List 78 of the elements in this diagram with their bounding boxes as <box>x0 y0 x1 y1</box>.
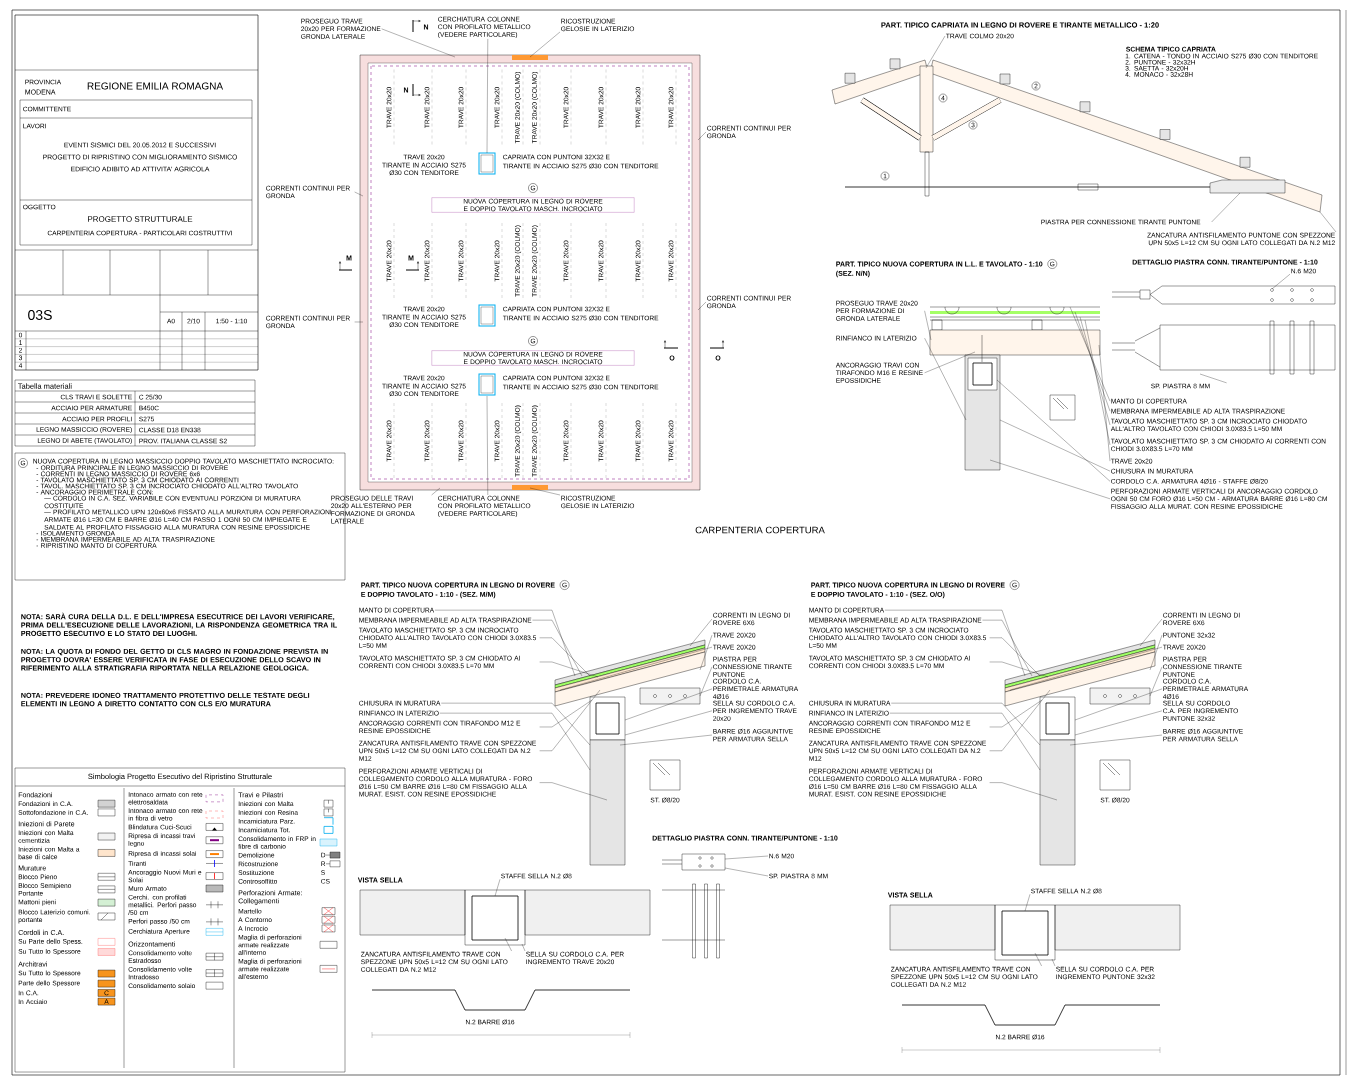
leader-line <box>996 379 1111 482</box>
roof-section-drawing <box>1004 639 1156 866</box>
leader-line <box>699 666 713 697</box>
leader-line <box>989 782 1058 801</box>
connection-plate-drawing <box>661 853 726 959</box>
leader-line <box>989 699 1043 728</box>
leader-line <box>1084 319 1111 446</box>
saddle-drawing <box>889 904 1181 961</box>
leader-line <box>1211 192 1241 223</box>
leader-line <box>431 487 441 496</box>
leader-line <box>494 879 501 897</box>
leader-line <box>1051 958 1056 967</box>
leader-line <box>697 131 707 141</box>
leader-line <box>624 710 713 736</box>
saddle-drawing <box>359 889 651 946</box>
leader-line <box>381 28 456 58</box>
subject-title: PROGETTO STRUTTURALE <box>88 216 193 222</box>
sheet-number: 03S <box>28 310 52 320</box>
leader-line <box>354 191 364 197</box>
leader-line <box>884 610 1026 677</box>
leader-line <box>1319 211 1337 233</box>
leader-line <box>1098 344 1111 462</box>
leader-line <box>486 38 488 154</box>
leader-line <box>539 689 601 751</box>
leader-line <box>689 618 713 647</box>
leader-line <box>521 943 526 952</box>
leader-line <box>989 661 1049 678</box>
leader-line <box>1074 311 1111 412</box>
floor-plan-drawing <box>359 54 701 491</box>
leader-line <box>559 647 713 691</box>
leader-line <box>1149 666 1163 697</box>
roof-section-drawing <box>929 306 1101 471</box>
leader-line <box>539 699 593 728</box>
leader-line <box>724 855 769 860</box>
leader-line <box>624 688 713 721</box>
leader-line <box>439 713 591 771</box>
leader-line <box>989 459 1111 499</box>
leader-line <box>1079 316 1111 426</box>
leader-line <box>982 620 1033 677</box>
leader-line <box>504 937 512 952</box>
leader-line <box>1069 306 1111 402</box>
leader-line <box>539 637 591 677</box>
leader-line <box>532 620 583 677</box>
leader-line <box>924 310 932 341</box>
leader-line <box>989 689 1051 751</box>
leader-line <box>619 734 713 746</box>
leader-line <box>354 321 364 323</box>
leader-line <box>1069 734 1163 746</box>
leader-line <box>1024 894 1031 912</box>
leader-line <box>486 395 488 496</box>
leader-line <box>1199 373 1227 383</box>
leader-line <box>539 782 608 801</box>
leader-line <box>1139 618 1163 647</box>
leader-line <box>999 419 1111 472</box>
leader-line <box>697 301 707 311</box>
leader-line <box>924 338 967 421</box>
connection-plate-drawing <box>1111 285 1336 375</box>
leader-line <box>924 351 976 373</box>
leader-line <box>529 31 561 58</box>
leader-line <box>529 487 561 496</box>
leader-line <box>889 713 1041 771</box>
leader-line <box>724 867 769 877</box>
roof-truss-drawing <box>831 58 1323 213</box>
leader-line <box>1074 710 1163 736</box>
region-title: REGIONE EMILIA ROMAGNA <box>87 82 224 90</box>
leader-line <box>434 610 576 677</box>
leader-line <box>925 35 946 69</box>
leader-line <box>1034 952 1042 967</box>
leader-line <box>539 661 599 678</box>
leader-line <box>1074 688 1163 721</box>
leader-line <box>441 703 591 746</box>
leader-line <box>891 703 1041 746</box>
leader-line <box>1149 635 1163 671</box>
drawing-title: CARPENTERIA COPERTURA <box>695 526 825 534</box>
leader-line <box>989 637 1041 677</box>
leader-line <box>1271 274 1291 290</box>
leader-line <box>699 635 713 671</box>
leader-line <box>1009 647 1163 691</box>
